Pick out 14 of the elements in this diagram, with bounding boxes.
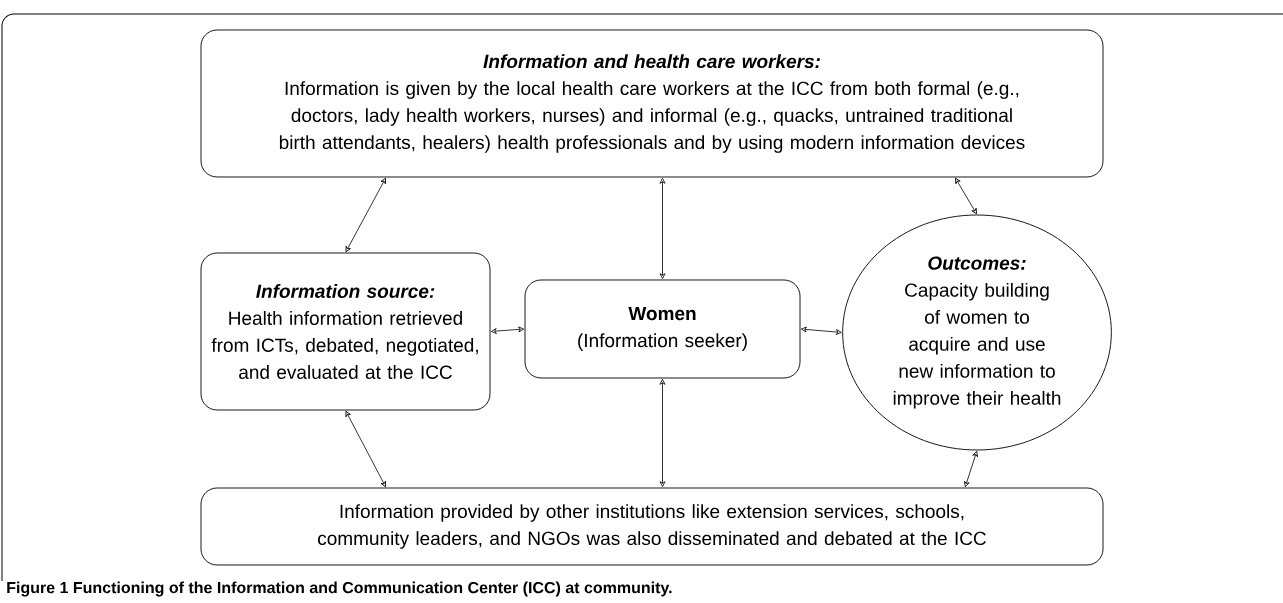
ellipse-node: Outcomes: Capacity building of women to acquire and use new information to improve their health xyxy=(842,214,1112,451)
arrow xyxy=(345,177,386,253)
rounded-box: Women (Information seeker) xyxy=(524,279,801,379)
arrow xyxy=(955,177,977,215)
arrow xyxy=(800,326,842,335)
arrow xyxy=(659,177,666,280)
rounded-box: Information and health care workers: Information is given by the local health care workers at the ICC from both formal (e.g., doctors, lady health workers, nurses) and informal (e.g., quacks, untrained traditional birth attendants, healers) health professionals and by using modern information devices xyxy=(200,29,1104,178)
arrow xyxy=(964,450,978,488)
figure-caption: Figure 1 Functioning of the Information and Communication Center (ICC) at community. xyxy=(7,581,672,597)
arrow xyxy=(490,326,525,334)
rounded-box: Information provided by other institutions like extension services, schools, community leaders, and NGOs was also disseminated and debated at the ICC xyxy=(200,487,1104,566)
arrow xyxy=(659,378,666,488)
rounded-box: Information source: Health information retrieved from ICTs, debated, negotiated, and evaluated at the ICC xyxy=(200,252,491,411)
arrow xyxy=(345,410,386,488)
